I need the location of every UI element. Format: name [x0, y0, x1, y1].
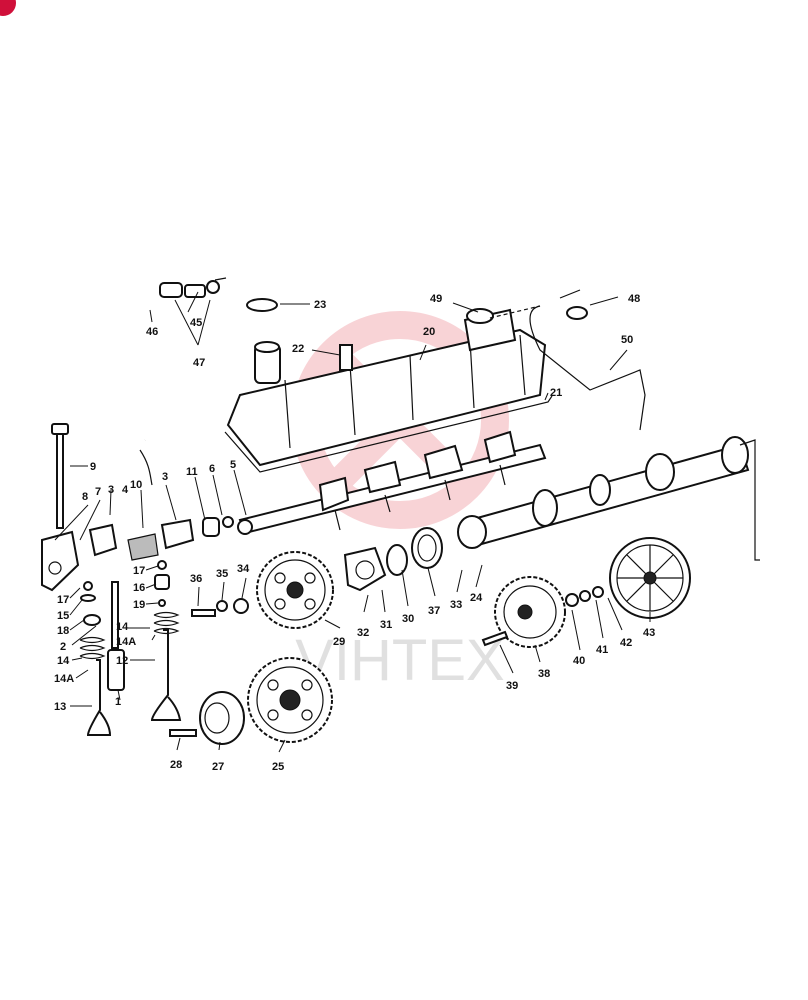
label-15: 15	[57, 610, 69, 622]
label-31: 31	[380, 619, 392, 631]
label-29: 29	[333, 636, 345, 648]
label-23: 23	[314, 299, 326, 311]
label-40: 40	[573, 655, 585, 667]
label-25: 25	[272, 761, 284, 773]
label-3-right: 3	[162, 471, 168, 483]
label-12: 12	[116, 655, 128, 667]
valve-cover	[224, 308, 553, 473]
label-28: 28	[170, 759, 182, 771]
crank-gear-25	[247, 657, 333, 743]
bearings	[343, 527, 443, 592]
part-labels: 1 2 3 3 4 5 6 7 8 9 10 11 12 13 14 14 14…	[54, 293, 655, 773]
label-8: 8	[82, 491, 88, 503]
label-39: 39	[506, 680, 518, 692]
label-34: 34	[237, 563, 250, 575]
camshaft	[457, 436, 760, 561]
label-50: 50	[621, 334, 633, 346]
label-13: 13	[54, 701, 66, 713]
label-19: 19	[133, 599, 145, 611]
watermark-text: VIHTEX	[295, 628, 505, 693]
label-37: 37	[428, 605, 440, 617]
breather-hose	[121, 277, 227, 486]
label-21: 21	[550, 387, 562, 399]
label-47: 47	[193, 357, 205, 369]
label-2: 2	[60, 641, 66, 653]
label-36: 36	[190, 573, 202, 585]
label-42: 42	[620, 637, 632, 649]
label-3-left: 3	[108, 484, 114, 496]
label-9: 9	[90, 461, 96, 473]
label-20: 20	[423, 326, 435, 338]
label-1: 1	[115, 696, 121, 708]
label-33: 33	[450, 599, 462, 611]
label-14-right: 14	[116, 621, 129, 633]
label-7: 7	[95, 486, 101, 498]
label-11: 11	[186, 466, 198, 478]
rocker-shaft-assembly	[237, 430, 547, 535]
label-14-left: 14	[57, 655, 70, 667]
corner-badge	[0, 0, 16, 16]
label-30: 30	[402, 613, 414, 625]
idler-gear-38	[494, 576, 566, 648]
label-16: 16	[133, 582, 145, 594]
label-27: 27	[212, 761, 224, 773]
label-14A-right: 14A	[116, 636, 136, 648]
label-48: 48	[628, 293, 640, 305]
small-hardware	[169, 289, 646, 737]
label-14A-left: 14A	[54, 673, 74, 685]
label-6: 6	[209, 463, 215, 475]
label-45: 45	[190, 317, 202, 329]
label-32: 32	[357, 627, 369, 639]
leader-lines	[54, 291, 651, 753]
valve-train-left	[41, 423, 234, 736]
rocker-arms	[318, 430, 517, 531]
label-43: 43	[643, 627, 655, 639]
label-5: 5	[230, 459, 236, 471]
label-4: 4	[122, 484, 129, 496]
label-24: 24	[470, 592, 483, 604]
label-18: 18	[57, 625, 69, 637]
label-35: 35	[216, 568, 228, 580]
cam-gear-29	[256, 551, 334, 629]
label-17-right: 17	[133, 565, 145, 577]
label-38: 38	[538, 668, 550, 680]
label-17-left: 17	[57, 594, 69, 606]
label-41: 41	[596, 644, 608, 656]
hub-27	[199, 691, 245, 745]
label-49: 49	[430, 293, 442, 305]
label-22: 22	[292, 343, 304, 355]
label-46: 46	[146, 326, 158, 338]
label-10: 10	[130, 479, 142, 491]
pulley-43	[609, 537, 691, 619]
